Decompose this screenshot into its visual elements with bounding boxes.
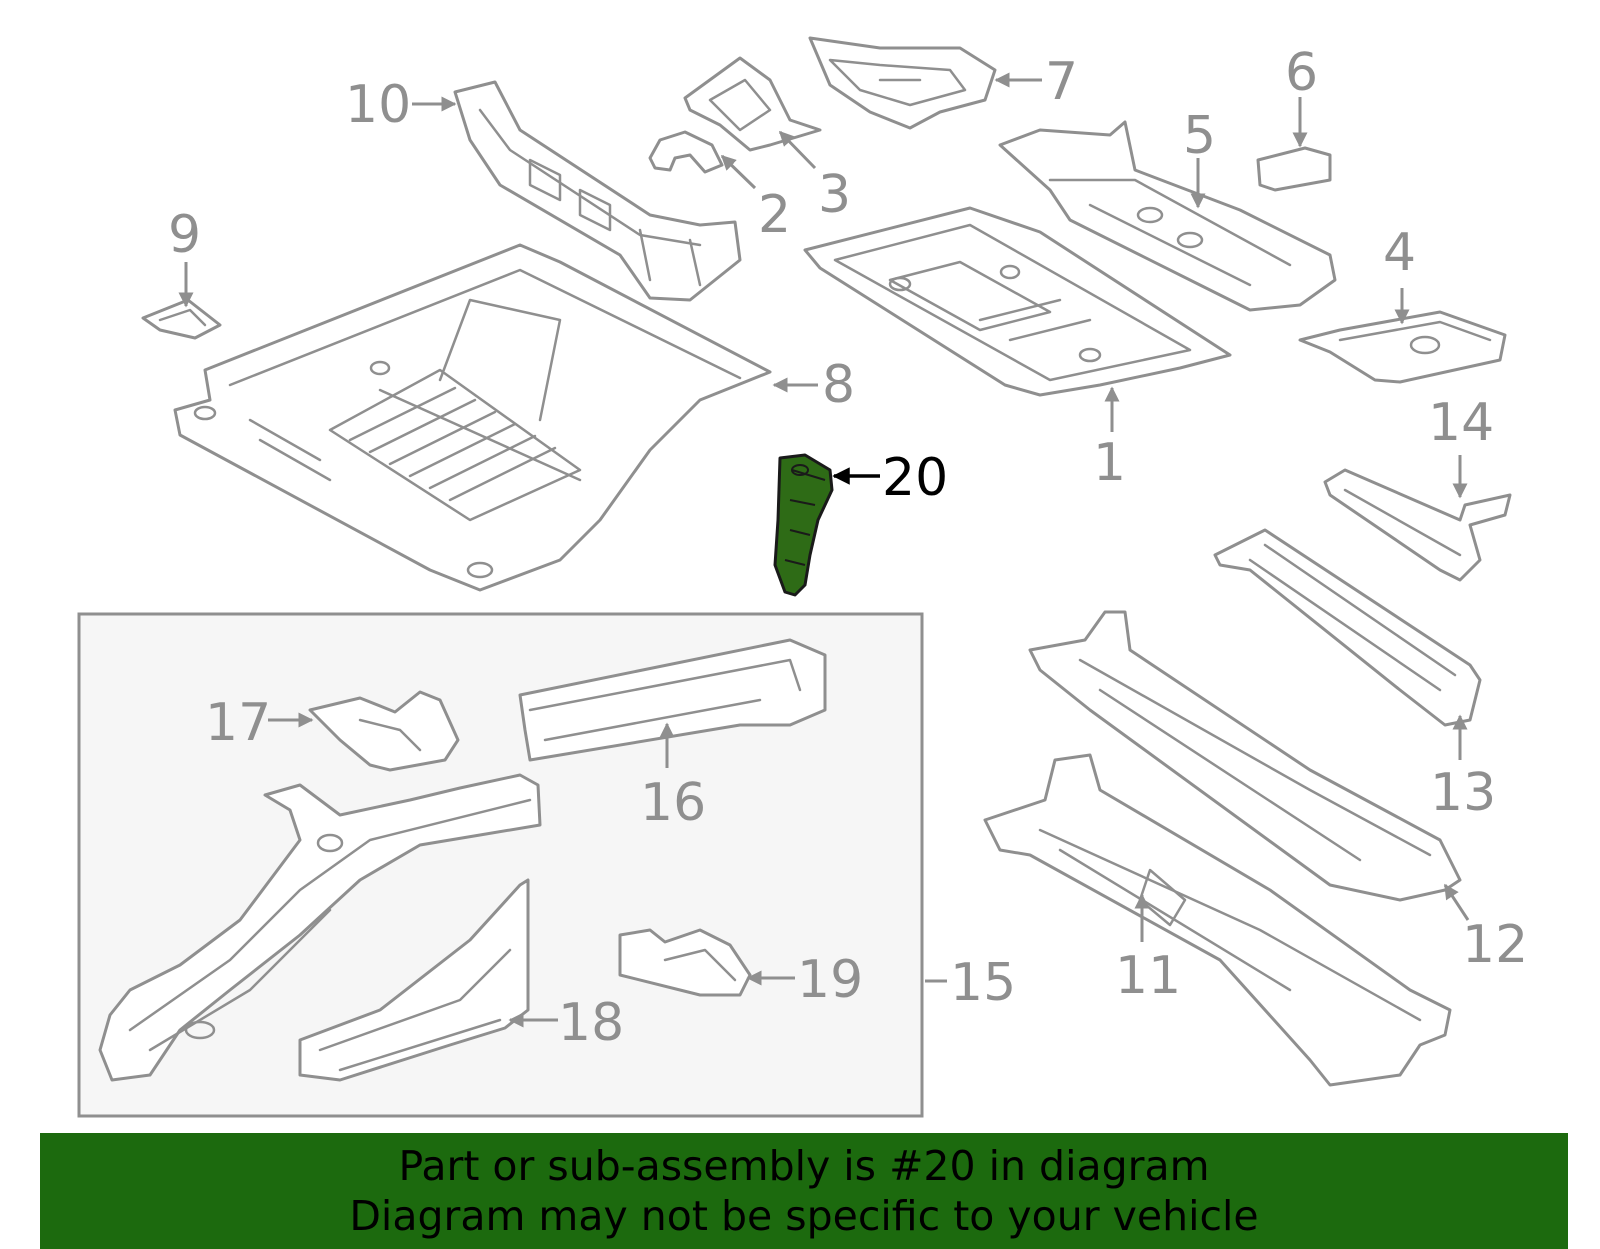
part-8-rear-floor-pan xyxy=(173,243,772,592)
callout-18: 18 xyxy=(558,993,624,1053)
info-banner: Part or sub-assembly is #20 in diagram D… xyxy=(40,1133,1568,1249)
part-7-panel xyxy=(808,36,997,130)
callout-17: 17 xyxy=(205,693,271,753)
callout-19: 19 xyxy=(797,950,863,1010)
callout-7: 7 xyxy=(1045,52,1078,112)
part-2-clip xyxy=(648,130,724,174)
part-3-bracket xyxy=(683,56,822,152)
callout-numbers: 1 2 3 4 5 6 7 8 9 10 11 12 13 14 15 16 1… xyxy=(168,43,1528,1053)
part-4-plate xyxy=(1298,310,1507,384)
callout-6: 6 xyxy=(1285,43,1318,103)
part-17-bracket xyxy=(308,690,460,772)
callout-3: 3 xyxy=(818,165,851,225)
part-1-floor-pan xyxy=(803,206,1232,397)
part-18-panel xyxy=(298,878,530,1082)
callout-13: 13 xyxy=(1430,763,1496,823)
callout-16: 16 xyxy=(640,773,706,833)
callout-15: 15 xyxy=(950,953,1016,1013)
callout-10: 10 xyxy=(345,75,411,135)
callout-12: 12 xyxy=(1462,915,1528,975)
banner-line-1: Part or sub-assembly is #20 in diagram xyxy=(398,1142,1210,1190)
part-14-rail xyxy=(1323,468,1512,582)
part-15-frame-rail xyxy=(98,773,542,1082)
callout-4: 4 xyxy=(1383,223,1416,283)
part-16-rail xyxy=(518,638,827,762)
banner-line-2: Diagram may not be specific to your vehi… xyxy=(349,1192,1259,1240)
part-9-bracket xyxy=(141,298,222,340)
part-11-long-rail xyxy=(983,753,1452,1087)
callout-2: 2 xyxy=(758,185,791,245)
part-13-crossmember xyxy=(1213,528,1482,727)
part-10-crossmember xyxy=(453,80,742,302)
callout-5: 5 xyxy=(1183,106,1216,166)
callout-14: 14 xyxy=(1428,393,1494,453)
part-5-side-panel xyxy=(998,120,1337,312)
callout-1: 1 xyxy=(1093,433,1126,493)
callout-9: 9 xyxy=(168,205,201,265)
part-6-cap xyxy=(1256,146,1332,192)
callout-11: 11 xyxy=(1115,946,1181,1006)
callout-8: 8 xyxy=(822,355,855,415)
part-20-highlighted xyxy=(773,453,834,597)
callout-20: 20 xyxy=(882,448,948,508)
part-12-long-rail xyxy=(1028,610,1462,902)
leader-lines xyxy=(178,72,1470,1028)
info-banner-bg xyxy=(40,1133,1568,1249)
